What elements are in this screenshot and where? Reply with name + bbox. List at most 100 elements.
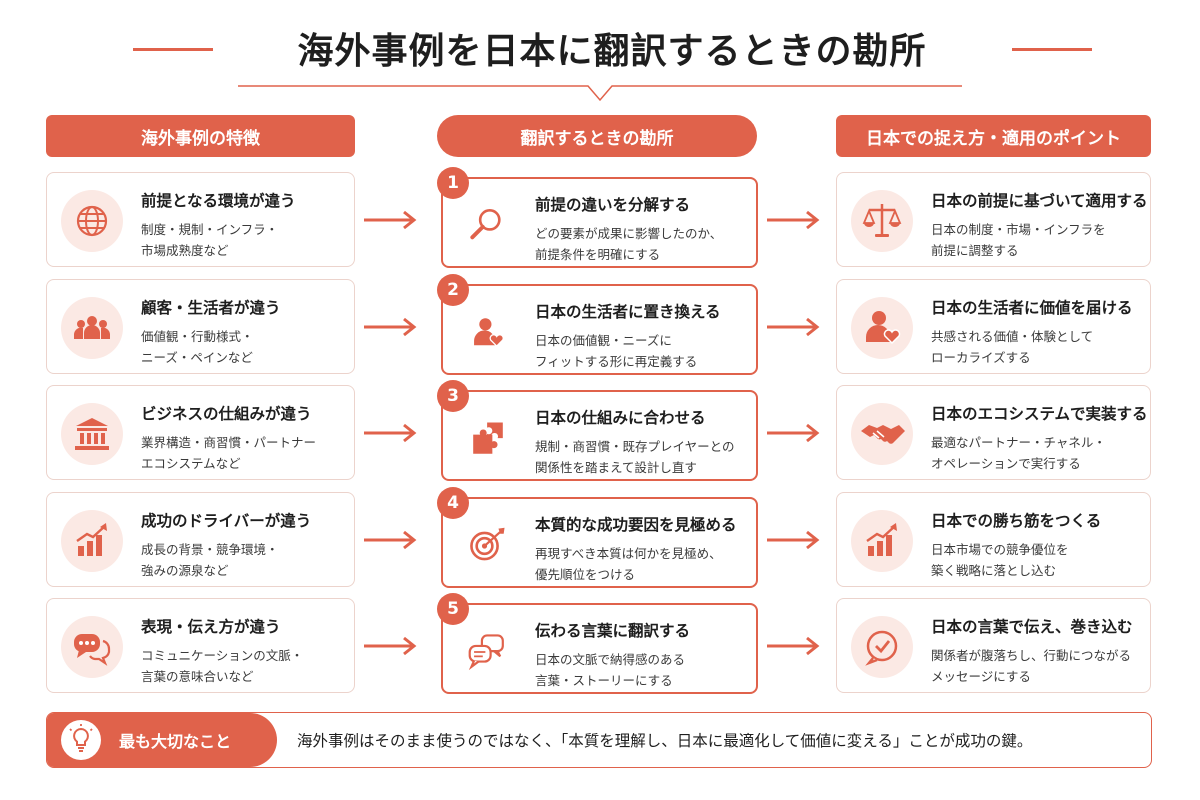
header-translation-points: 翻訳するときの勘所 (437, 115, 757, 157)
card-text: 本質的な成功要因を見極める再現すべき本質は何かを見極め、 優先順位をつける (535, 513, 748, 585)
card-text: 日本の前提に基づいて適用する日本の制度・市場・インフラを 前提に調整する (931, 189, 1148, 261)
card-description: 日本の文脈で納得感のある 言葉・ストーリーにする (535, 652, 686, 688)
card-text: 伝わる言葉に翻訳する日本の文脈で納得感のある 言葉・ストーリーにする (535, 619, 748, 691)
card-description: 再現すべき本質は何かを見極め、 優先順位をつける (535, 546, 722, 582)
arrow-right-icon (364, 530, 417, 550)
step-number-badge: 1 (437, 167, 469, 199)
card-text: ビジネスの仕組みが違う業界構造・商習慣・パートナー エコシステムなど (141, 402, 346, 474)
step-number-badge: 2 (437, 274, 469, 306)
arrow-right-icon (767, 636, 820, 656)
arrow-right-icon (364, 210, 417, 230)
arrow-right-icon (364, 317, 417, 337)
step-number-badge: 5 (437, 593, 469, 625)
title-rule-left (133, 48, 213, 51)
right-card: 日本のエコシステムで実装する最適なパートナー・チャネル・ オペレーションで実行す… (836, 385, 1151, 480)
card-title: 日本の生活者に価値を届ける (931, 299, 1133, 317)
card-title: 前提の違いを分解する (535, 196, 691, 214)
card-title: 日本のエコシステムで実装する (931, 405, 1148, 423)
right-card: 日本の前提に基づいて適用する日本の制度・市場・インフラを 前提に調整する (836, 172, 1151, 267)
left-card: 前提となる環境が違う制度・規制・インフラ・ 市場成熟度など (46, 172, 355, 267)
card-text: 日本の生活者に価値を届ける共感される価値・体験として ローカライズする (931, 296, 1142, 368)
person-heart-icon (461, 306, 515, 360)
magnifier-icon (461, 199, 515, 253)
step-number-badge: 4 (437, 487, 469, 519)
title-area: 海外事例を日本に翻訳するときの勘所 (0, 22, 1200, 82)
left-card: ビジネスの仕組みが違う業界構造・商習慣・パートナー エコシステムなど (46, 385, 355, 480)
card-title: ビジネスの仕組みが違う (141, 405, 312, 423)
footer-tag: 最も大切なこと (47, 713, 277, 767)
target-icon (461, 519, 515, 573)
handshake-icon (851, 403, 913, 465)
card-title: 表現・伝え方が違う (141, 618, 281, 636)
card-description: 関係者が腹落ちし、行動につながる メッセージにする (931, 648, 1132, 684)
step-number-badge: 3 (437, 380, 469, 412)
title-rule-right (1012, 48, 1092, 51)
card-text: 前提の違いを分解するどの要素が成果に影響したのか、 前提条件を明確にする (535, 193, 748, 265)
card-description: 最適なパートナー・チャネル・ オペレーションで実行する (931, 435, 1106, 471)
arrow-right-icon (364, 636, 417, 656)
card-description: 日本市場での競争優位を 築く戦略に落とし込む (931, 542, 1069, 578)
card-description: 日本の制度・市場・インフラを 前提に調整する (931, 222, 1106, 258)
mid-card: 日本の仕組みに合わせる規制・商習慣・既存プレイヤーとの 関係性を踏まえて設計し直… (441, 390, 758, 481)
card-description: 成長の背景・競争環境・ 強みの源泉など (141, 542, 279, 578)
card-description: 共感される価値・体験として ローカライズする (931, 329, 1094, 365)
arrow-right-icon (767, 530, 820, 550)
arrow-right-icon (364, 423, 417, 443)
card-title: 前提となる環境が違う (141, 192, 296, 210)
puzzle-icon (461, 412, 515, 466)
footer-message: 海外事例はそのまま使うのではなく、「本質を理解し、日本に最適化して価値に変える」… (297, 732, 1033, 750)
page-title: 海外事例を日本に翻訳するときの勘所 (297, 31, 927, 72)
header-japan-application: 日本での捉え方・適用のポイント (836, 115, 1151, 157)
growth-chart-icon (851, 510, 913, 572)
mid-card: 日本の生活者に置き換える日本の価値観・ニーズに フィットする形に再定義する (441, 284, 758, 375)
footer-key-message: 最も大切なこと 海外事例はそのまま使うのではなく、「本質を理解し、日本に最適化し… (46, 712, 1152, 768)
card-text: 日本の生活者に置き換える日本の価値観・ニーズに フィットする形に再定義する (535, 300, 748, 372)
right-card: 日本の言葉で伝え、巻き込む関係者が腹落ちし、行動につながる メッセージにする (836, 598, 1151, 693)
globe-icon (61, 190, 123, 252)
growth-chart-icon (61, 510, 123, 572)
card-title: 成功のドライバーが違う (141, 512, 312, 530)
card-description: 日本の価値観・ニーズに フィットする形に再定義する (535, 333, 698, 369)
card-description: 制度・規制・インフラ・ 市場成熟度など (141, 222, 279, 258)
card-text: 顧客・生活者が違う価値観・行動様式・ ニーズ・ペインなど (141, 296, 346, 368)
mid-card: 前提の違いを分解するどの要素が成果に影響したのか、 前提条件を明確にする (441, 177, 758, 268)
arrow-right-icon (767, 423, 820, 443)
card-description: 業界構造・商習慣・パートナー エコシステムなど (141, 435, 317, 471)
card-text: 日本のエコシステムで実装する最適なパートナー・チャネル・ オペレーションで実行す… (931, 402, 1148, 474)
title-notch-divider (238, 85, 962, 102)
left-card: 表現・伝え方が違うコミュニケーションの文脈・ 言葉の意味合いなど (46, 598, 355, 693)
card-text: 日本の言葉で伝え、巻き込む関係者が腹落ちし、行動につながる メッセージにする (931, 615, 1142, 687)
lightbulb-icon (61, 720, 101, 760)
card-text: 成功のドライバーが違う成長の背景・競争環境・ 強みの源泉など (141, 509, 346, 581)
card-title: 伝わる言葉に翻訳する (535, 622, 691, 640)
card-description: どの要素が成果に影響したのか、 前提条件を明確にする (535, 226, 723, 262)
card-title: 顧客・生活者が違う (141, 299, 281, 317)
left-card: 成功のドライバーが違う成長の背景・競争環境・ 強みの源泉など (46, 492, 355, 587)
right-card: 日本の生活者に価値を届ける共感される価値・体験として ローカライズする (836, 279, 1151, 374)
arrow-right-icon (767, 210, 820, 230)
card-title: 日本の言葉で伝え、巻き込む (931, 618, 1133, 636)
scale-icon (851, 190, 913, 252)
footer-label: 最も大切なこと (119, 732, 232, 751)
person-heart-icon (851, 297, 913, 359)
card-title: 日本の前提に基づいて適用する (931, 192, 1148, 210)
left-card: 顧客・生活者が違う価値観・行動様式・ ニーズ・ペインなど (46, 279, 355, 374)
card-title: 日本の仕組みに合わせる (535, 409, 706, 427)
card-description: 価値観・行動様式・ ニーズ・ペインなど (141, 329, 254, 365)
card-text: 表現・伝え方が違うコミュニケーションの文脈・ 言葉の意味合いなど (141, 615, 346, 687)
chat-icon (461, 625, 515, 679)
header-overseas-features: 海外事例の特徴 (46, 115, 355, 157)
card-text: 前提となる環境が違う制度・規制・インフラ・ 市場成熟度など (141, 189, 346, 261)
card-description: コミュニケーションの文脈・ 言葉の意味合いなど (141, 648, 304, 684)
right-card: 日本での勝ち筋をつくる日本市場での競争優位を 築く戦略に落とし込む (836, 492, 1151, 587)
card-title: 日本の生活者に置き換える (535, 303, 721, 321)
card-text: 日本での勝ち筋をつくる日本市場での競争優位を 築く戦略に落とし込む (931, 509, 1142, 581)
arrow-right-icon (767, 317, 820, 337)
building-icon (61, 403, 123, 465)
speech-bubbles-icon (61, 616, 123, 678)
card-text: 日本の仕組みに合わせる規制・商習慣・既存プレイヤーとの 関係性を踏まえて設計し直… (535, 406, 748, 478)
mid-card: 伝わる言葉に翻訳する日本の文脈で納得感のある 言葉・ストーリーにする (441, 603, 758, 694)
card-description: 規制・商習慣・既存プレイヤーとの 関係性を踏まえて設計し直す (535, 439, 735, 475)
card-title: 日本での勝ち筋をつくる (931, 512, 1102, 530)
card-title: 本質的な成功要因を見極める (535, 516, 737, 534)
